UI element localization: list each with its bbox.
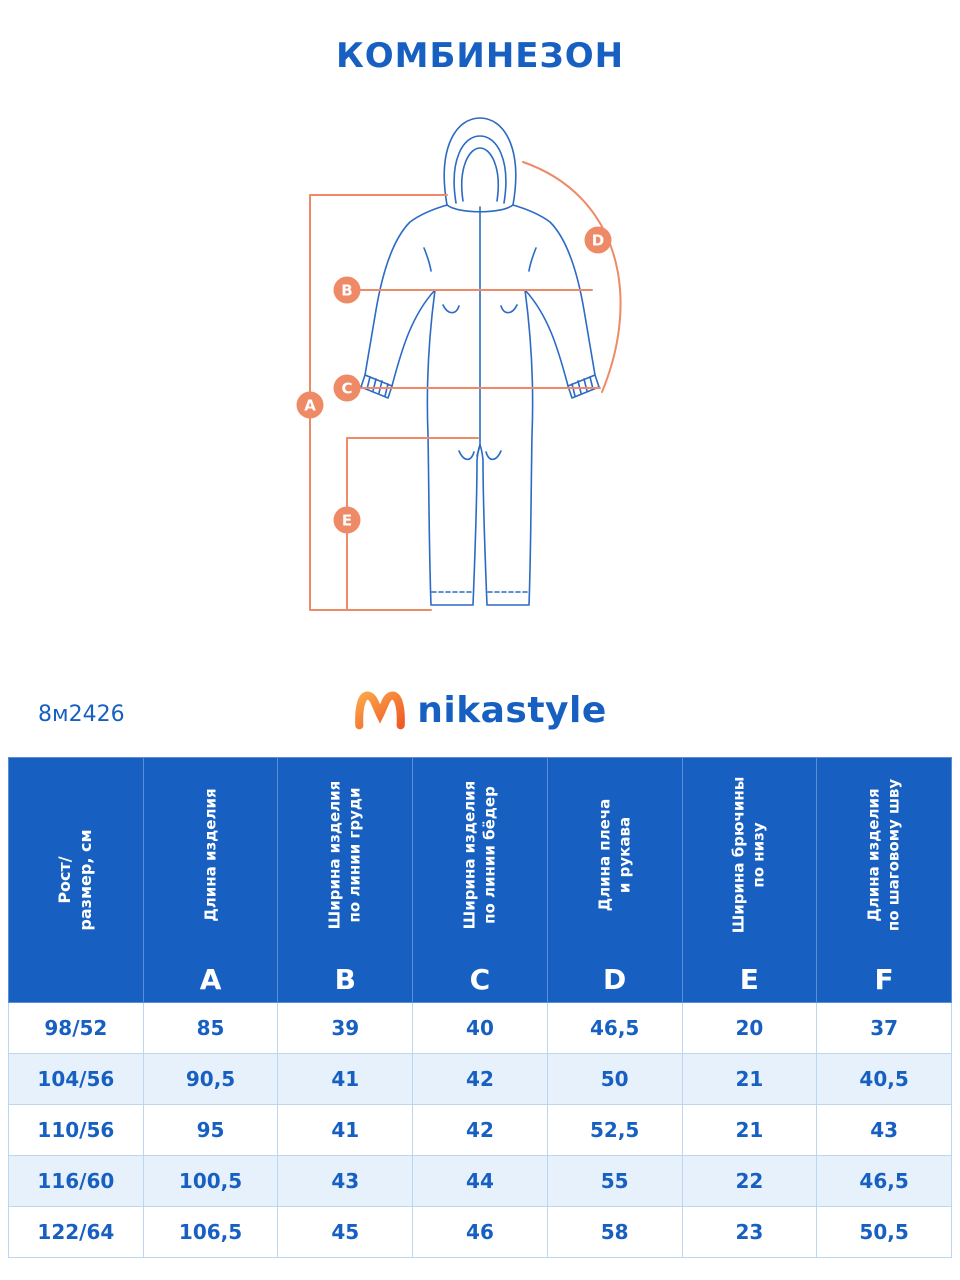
value-cell: 50 [546,1053,683,1105]
value-cell: 40,5 [816,1053,952,1105]
size-diagram: A B C D E [0,100,960,660]
value-cell: 21 [681,1104,818,1156]
value-cell: 50,5 [816,1206,952,1258]
col-header-c-letter: C [469,963,491,996]
value-cell: 44 [412,1155,548,1207]
measure-line-e [346,437,479,611]
value-cell: 95 [142,1104,279,1156]
value-cell: 85 [142,1002,279,1054]
value-cell: 55 [546,1155,683,1207]
value-cell: 43 [816,1104,952,1156]
value-cell: 46,5 [546,1002,683,1054]
col-header-a-letter: A [199,963,222,996]
size-cell: 116/60 [8,1155,144,1207]
size-cell: 110/56 [8,1104,144,1156]
col-header-a-label: Длина изделия [200,788,219,922]
value-cell: 90,5 [142,1053,279,1105]
table-row: 98/52 85 39 40 46,5 20 37 [8,1002,952,1054]
jumpsuit-outline [360,117,600,606]
value-cell: 42 [412,1053,548,1105]
col-header-f-label: Длина изделия по шаговому шву [864,778,903,932]
size-cell: 98/52 [8,1002,144,1054]
measurement-marker-b: B [333,276,361,304]
measure-line-a [309,194,448,611]
value-cell: 23 [681,1206,818,1258]
value-cell: 20 [681,1002,818,1054]
value-cell: 37 [816,1002,952,1054]
col-header-c: Ширина изделия по линии бёдер C [412,757,548,1003]
col-header-f: Длина изделия по шаговому шву F [816,757,952,1003]
measure-line-d [522,161,622,393]
col-header-f-letter: F [874,963,894,996]
measurement-marker-e: E [333,506,361,534]
table-row: 116/60 100,5 43 44 55 22 46,5 [8,1155,952,1207]
value-cell: 42 [412,1104,548,1156]
brand-logo-icon [355,691,406,730]
value-cell: 46 [412,1206,548,1258]
value-cell: 40 [412,1002,548,1054]
size-table-body: 98/52 85 39 40 46,5 20 37 104/56 90,5 41… [8,1002,952,1258]
value-cell: 43 [277,1155,414,1207]
size-cell: 104/56 [8,1053,144,1105]
brand-logo-text: nikastyle [417,689,607,731]
measurement-lines [309,161,622,611]
value-cell: 100,5 [142,1155,279,1207]
size-cell: 122/64 [8,1206,144,1258]
table-row: 122/64 106,5 45 46 58 23 50,5 [8,1206,952,1258]
jumpsuit-diagram-svg [309,117,622,611]
col-header-e-letter: E [739,963,759,996]
value-cell: 106,5 [142,1206,279,1258]
value-cell: 21 [681,1053,818,1105]
col-header-c-label: Ширина изделия по линии бёдер [460,780,498,930]
brand-logo: nikastyle [0,688,960,732]
col-header-size-label: Рост/ размер, см [55,829,95,931]
value-cell: 39 [277,1002,414,1054]
value-cell: 46,5 [816,1155,952,1207]
size-table: Рост/ размер, см Длина изделия A Ширина … [8,757,952,1258]
value-cell: 22 [681,1155,818,1207]
product-code: 8м2426 [38,702,125,727]
measurement-marker-d: D [584,226,612,254]
col-header-d-letter: D [603,963,627,996]
table-row: 110/56 95 41 42 52,5 21 43 [8,1104,952,1156]
size-table-header: Рост/ размер, см Длина изделия A Ширина … [8,757,952,1003]
col-header-a: Длина изделия A [142,757,279,1003]
col-header-size: Рост/ размер, см [8,757,144,1003]
col-header-b: Ширина изделия по линии груди B [277,757,414,1003]
table-row: 104/56 90,5 41 42 50 21 40,5 [8,1053,952,1105]
col-header-b-label: Ширина изделия по линии груди [325,780,364,930]
col-header-b-letter: B [334,963,356,996]
value-cell: 41 [277,1104,414,1156]
measurement-marker-a: A [296,391,324,419]
measurement-marker-c: C [333,374,361,402]
value-cell: 58 [546,1206,683,1258]
value-cell: 45 [277,1206,414,1258]
value-cell: 52,5 [546,1104,683,1156]
value-cell: 41 [277,1053,414,1105]
col-header-d: Длина плеча и рукава D [546,757,683,1003]
page-title: КОМБИНЕЗОН [335,36,625,76]
col-header-d-label: Длина плеча и рукава [595,798,633,912]
col-header-e-label: Ширина брючины по низу [729,776,768,934]
col-header-e: Ширина брючины по низу E [681,757,818,1003]
